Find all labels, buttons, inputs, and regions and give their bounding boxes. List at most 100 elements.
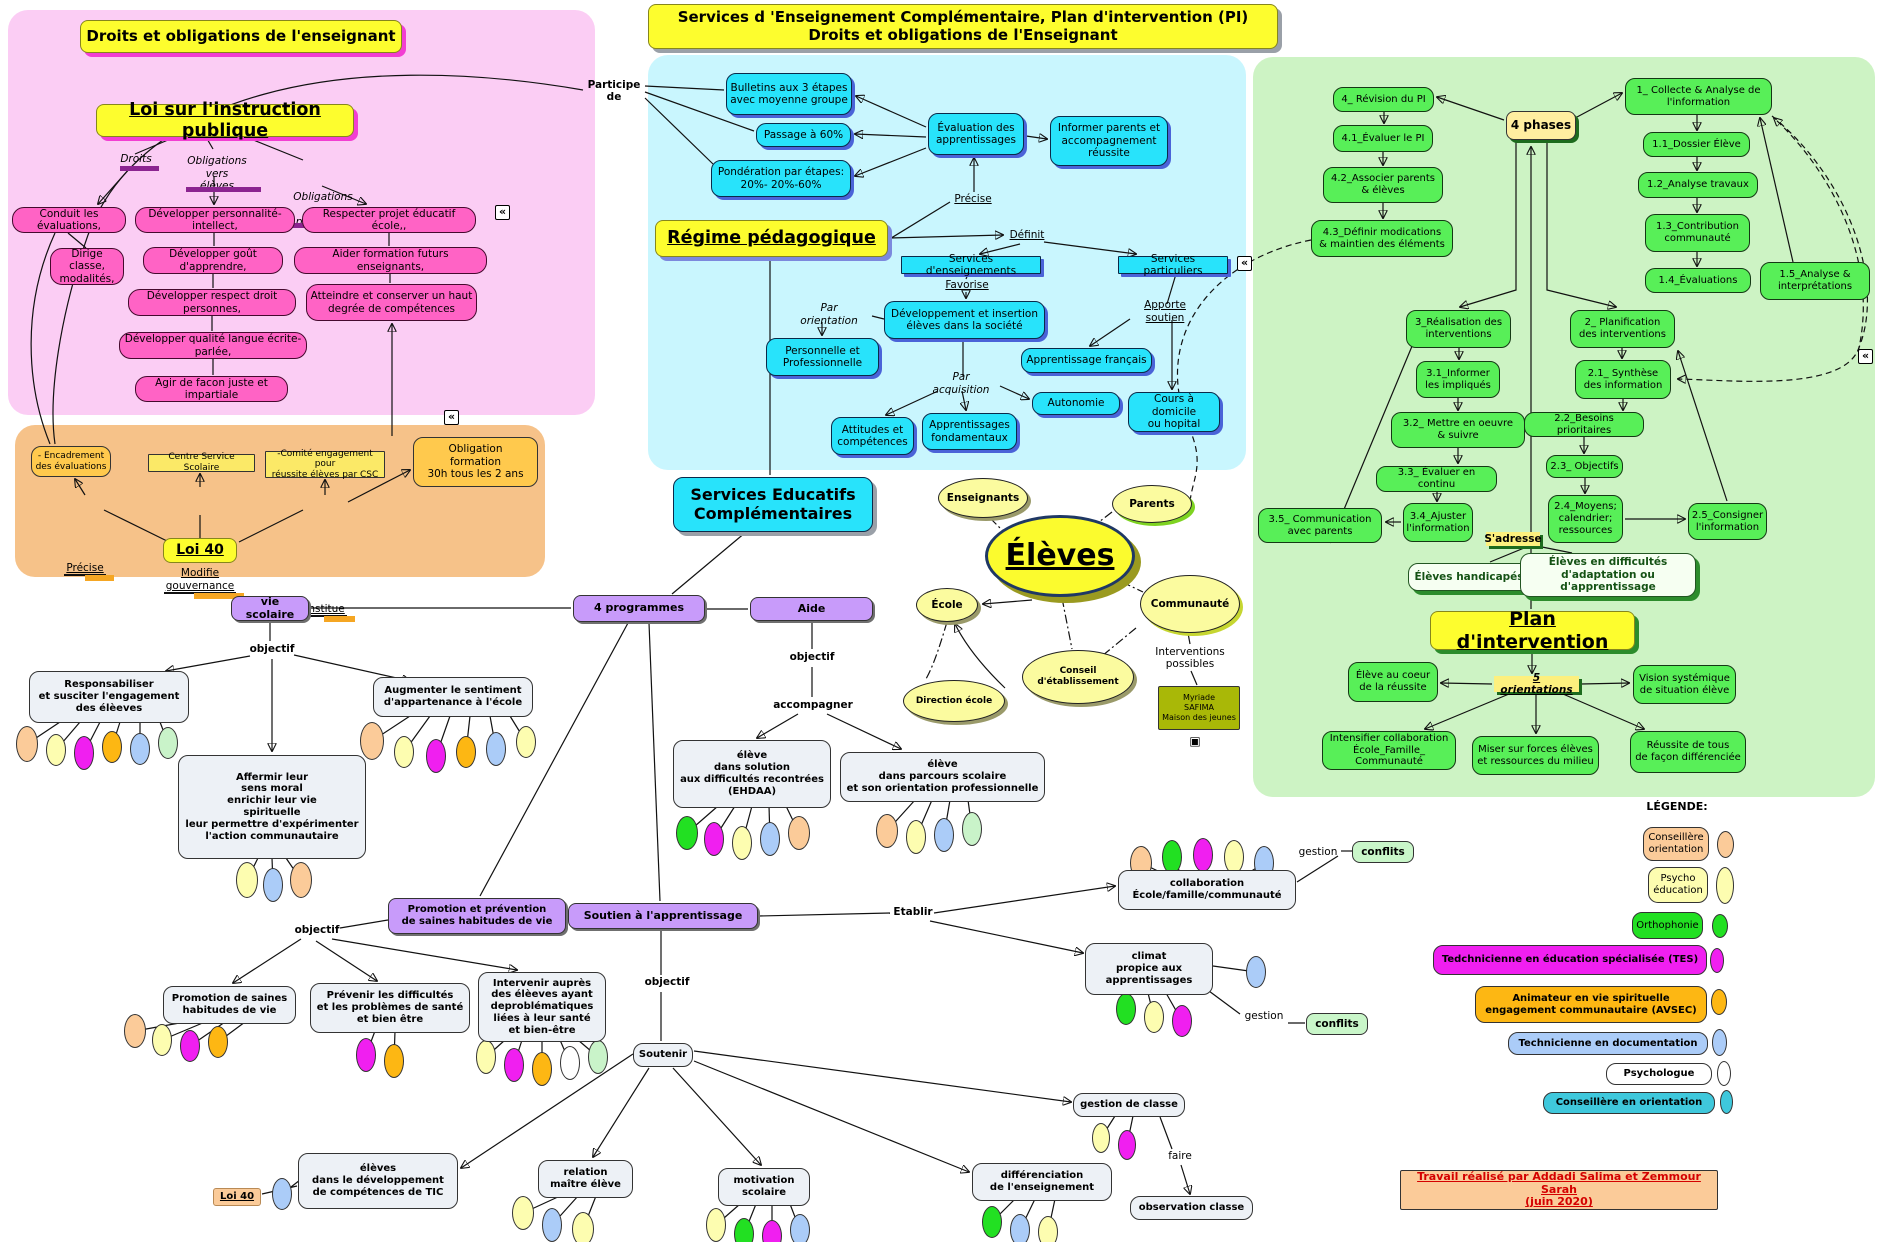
node-developper-personnalite[interactable]: Développer personnalité- intellect, <box>135 207 295 233</box>
node-eleves-difficultes[interactable]: Élèves en difficultés d'adaptation ou d'… <box>1520 553 1696 597</box>
node-apprentissages-fondamentaux[interactable]: Apprentissages fondamentaux <box>922 413 1017 450</box>
node-developper-qualite-langue[interactable]: Développer qualité langue écrite- parlée… <box>119 332 307 359</box>
node-eleve-parcours[interactable]: élève dans parcours scolaire et son orie… <box>840 752 1045 802</box>
node-associer-parents[interactable]: 4.2_Associer parents & élèves <box>1323 167 1443 203</box>
node-evaluer-continu[interactable]: 3.3_ Évaluer en continu <box>1376 466 1497 492</box>
node-mettre-oeuvre[interactable]: 3.2_ Mettre en oeuvre & suivre <box>1391 412 1525 448</box>
node-developpement-insertion[interactable]: Développement et insertion élèves dans l… <box>884 301 1045 339</box>
node-eleves-tic[interactable]: élèves dans le développement de compéten… <box>298 1153 458 1209</box>
node-enseignants[interactable]: Enseignants <box>938 478 1028 518</box>
node-services-educatifs[interactable]: Services Educatifs Complémentaires <box>673 477 873 532</box>
node-loi-instruction-publique[interactable]: Loi sur l'instruction publique <box>96 100 354 141</box>
node-informer-parents[interactable]: Informer parents et accompagnement réuss… <box>1050 116 1168 166</box>
node-promotion-prevention[interactable]: Promotion et prévention de saines habitu… <box>388 898 566 934</box>
node-plan-intervention[interactable]: Plan d'intervention <box>1430 608 1635 653</box>
node-relation-maitre-eleve[interactable]: relation maître élève <box>538 1160 633 1198</box>
collapse-icon-pink[interactable]: « <box>495 205 510 220</box>
node-intensifier-collaboration[interactable]: Intensifier collaboration École_Famille_… <box>1322 731 1456 770</box>
node-regime-pedagogique[interactable]: Régime pédagogique <box>655 220 888 257</box>
node-eleve-au-coeur[interactable]: Élève au coeur de la réussite <box>1348 662 1438 702</box>
node-synthese-information[interactable]: 2.1_ Synthèse des information <box>1575 360 1671 399</box>
node-ponderation[interactable]: Pondération par étapes: 20%- 20%-60% <box>711 160 851 197</box>
node-myriade[interactable]: Myriade SAFIMA Maison des jeunes <box>1158 686 1240 730</box>
node-motivation-scolaire[interactable]: motivation scolaire <box>718 1168 810 1206</box>
node-developper-respect[interactable]: Développer respect droit personnes, <box>128 289 296 316</box>
node-reussite-differenciee[interactable]: Réussite de tous de façon différenciée <box>1630 731 1746 773</box>
node-eleves-handicapes[interactable]: Élèves handicapés <box>1408 563 1530 591</box>
node-dossier-eleve[interactable]: 1.1_Dossier Élève <box>1643 132 1750 157</box>
node-informer-impliques[interactable]: 3.1_Informer les impliqués <box>1416 361 1500 398</box>
node-dirige-classe[interactable]: Dirige classe, modalités, <box>50 248 124 285</box>
node-evaluations-14[interactable]: 1.4_Évaluations <box>1645 268 1751 293</box>
node-atteindre-competences[interactable]: Atteindre et conserver un haut degrée de… <box>306 284 477 321</box>
node-aide[interactable]: Aide <box>750 597 873 621</box>
node-gestion-classe[interactable]: gestion de classe <box>1073 1093 1185 1117</box>
node-centre-service-scolaire[interactable]: Centre Service Scolaire <box>148 452 255 473</box>
node-responsabiliser[interactable]: Responsabiliser et susciter l'engagement… <box>29 671 189 723</box>
node-obligation-formation[interactable]: Obligation formation 30h tous les 2 ans <box>413 437 538 487</box>
node-services-particuliers[interactable]: Services particuliers <box>1118 253 1228 277</box>
node-analyse-travaux[interactable]: 1.2_Analyse travaux <box>1638 172 1758 198</box>
node-services-enseignements[interactable]: Services d'enseignements <box>901 253 1041 277</box>
node-4-programmes[interactable]: 4 programmes <box>573 595 705 622</box>
node-apprentissage-francais[interactable]: Apprentissage français <box>1021 348 1152 373</box>
node-moyens-calendrier[interactable]: 2.4_Moyens; calendrier; ressources <box>1548 495 1623 543</box>
node-eleve-solution[interactable]: élève dans solution aux difficultés reco… <box>673 740 831 808</box>
node-intervenir-aupres[interactable]: Intervenir auprès des élèeves ayant depr… <box>478 972 606 1042</box>
node-loi-40-small[interactable]: Loi 40 <box>213 1188 261 1206</box>
collapse-icon-orange[interactable]: « <box>444 410 459 425</box>
node-conduit-evaluations[interactable]: Conduit les évaluations, <box>12 207 126 233</box>
node-agir-juste[interactable]: Agir de facon juste et impartiale <box>135 376 288 402</box>
node-conflits-2[interactable]: conflits <box>1306 1013 1368 1035</box>
node-vision-systemique[interactable]: Vision systémique de situation élève <box>1633 665 1736 704</box>
node-evaluer-pi[interactable]: 4.1_Évaluer le PI <box>1333 125 1433 152</box>
node-climat[interactable]: climat propice aux apprentissages <box>1085 943 1213 995</box>
node-definir-modications[interactable]: 4.3_Définir modications & maintien des é… <box>1311 220 1453 257</box>
node-developper-gout[interactable]: Développer goût d'apprendre, <box>143 247 283 274</box>
node-respecter-projet[interactable]: Respecter projet éducatif école,, <box>302 207 476 233</box>
node-personnelle-professionnelle[interactable]: Personnelle et Professionnelle <box>766 338 879 376</box>
main-title[interactable]: Services d 'Enseignement Complémentaire,… <box>648 4 1278 49</box>
node-comite-engagement[interactable]: -Comité engagement pour réussite élèves … <box>265 449 385 480</box>
collapse-icon-blue[interactable]: « <box>1237 256 1252 271</box>
node-miser-forces[interactable]: Miser sur forces élèves et ressources du… <box>1472 736 1599 775</box>
node-passage-60[interactable]: Passage à 60% <box>756 123 851 147</box>
node-direction-ecole[interactable]: Direction école <box>903 680 1005 722</box>
node-attitudes-competences[interactable]: Attitudes et compétences <box>831 417 914 455</box>
node-contribution-communaute[interactable]: 1.3_Contribution communauté <box>1645 214 1750 252</box>
document-icon[interactable]: ▣ <box>1189 733 1201 748</box>
node-eleves[interactable]: Élèves <box>985 515 1135 597</box>
node-cours-domicile[interactable]: Cours à domicile ou hopital <box>1128 392 1220 432</box>
node-conseil-etablissement[interactable]: Conseil d'établissement <box>1022 650 1134 704</box>
node-bulletins[interactable]: Bulletins aux 3 étapes avec moyenne grou… <box>726 73 852 115</box>
node-ecole[interactable]: École <box>916 588 978 622</box>
node-consigner-information[interactable]: 2.5_Consigner l'information <box>1688 503 1767 540</box>
node-conflits-1[interactable]: conflits <box>1352 841 1414 863</box>
node-communaute[interactable]: Communauté <box>1140 575 1240 633</box>
node-evaluation-apprentissages[interactable]: Évaluation des apprentissages <box>928 113 1024 155</box>
node-encadrement-evaluations[interactable]: - Encadrement des évaluations <box>31 446 111 477</box>
node-promotion-saines[interactable]: Promotion de saines habitudes de vie <box>163 986 296 1024</box>
node-communication-parents[interactable]: 3.5_ Communication avec parents <box>1258 508 1382 543</box>
node-collaboration[interactable]: collaboration École/famille/communauté <box>1118 870 1296 910</box>
node-autonomie[interactable]: Autonomie <box>1032 392 1120 415</box>
node-realisation-interventions[interactable]: 3_Réalisation des interventions <box>1406 310 1511 348</box>
node-differenciation[interactable]: différenciation de l'enseignement <box>972 1163 1112 1201</box>
node-observation-classe[interactable]: observation classe <box>1130 1196 1253 1220</box>
node-analyse-interpretations[interactable]: 1.5_Analyse & interprétations <box>1760 262 1870 300</box>
node-soutien-apprentissage[interactable]: Soutien à l'apprentissage <box>568 903 758 929</box>
node-augmenter-sentiment[interactable]: Augmenter le sentiment d'appartenance à … <box>373 677 533 717</box>
node-soutenir[interactable]: Soutenir <box>633 1043 693 1067</box>
node-affermir[interactable]: Affermir leur sens moral enrichir leur v… <box>178 755 366 859</box>
collapse-icon-green[interactable]: « <box>1858 349 1873 364</box>
node-prevenir-difficultes[interactable]: Prévenir les difficultés et les problème… <box>310 983 470 1033</box>
node-vie-scolaire[interactable]: vie scolaire <box>231 595 309 621</box>
node-4-phases[interactable]: 4 phases <box>1506 111 1576 140</box>
node-objectifs-23[interactable]: 2.3_ Objectifs <box>1546 455 1623 478</box>
node-ajuster-information[interactable]: 3.4_Ajuster l'information <box>1403 503 1473 542</box>
node-parents[interactable]: Parents <box>1112 485 1192 523</box>
node-collecte-analyse[interactable]: 1_ Collecte & Analyse de l'information <box>1625 78 1772 115</box>
node-loi-40[interactable]: Loi 40 <box>163 538 237 563</box>
node-revision-pi[interactable]: 4_ Révision du PI <box>1333 87 1434 112</box>
title-droits-obligations[interactable]: Droits et obligations de l'enseignant <box>80 20 402 53</box>
